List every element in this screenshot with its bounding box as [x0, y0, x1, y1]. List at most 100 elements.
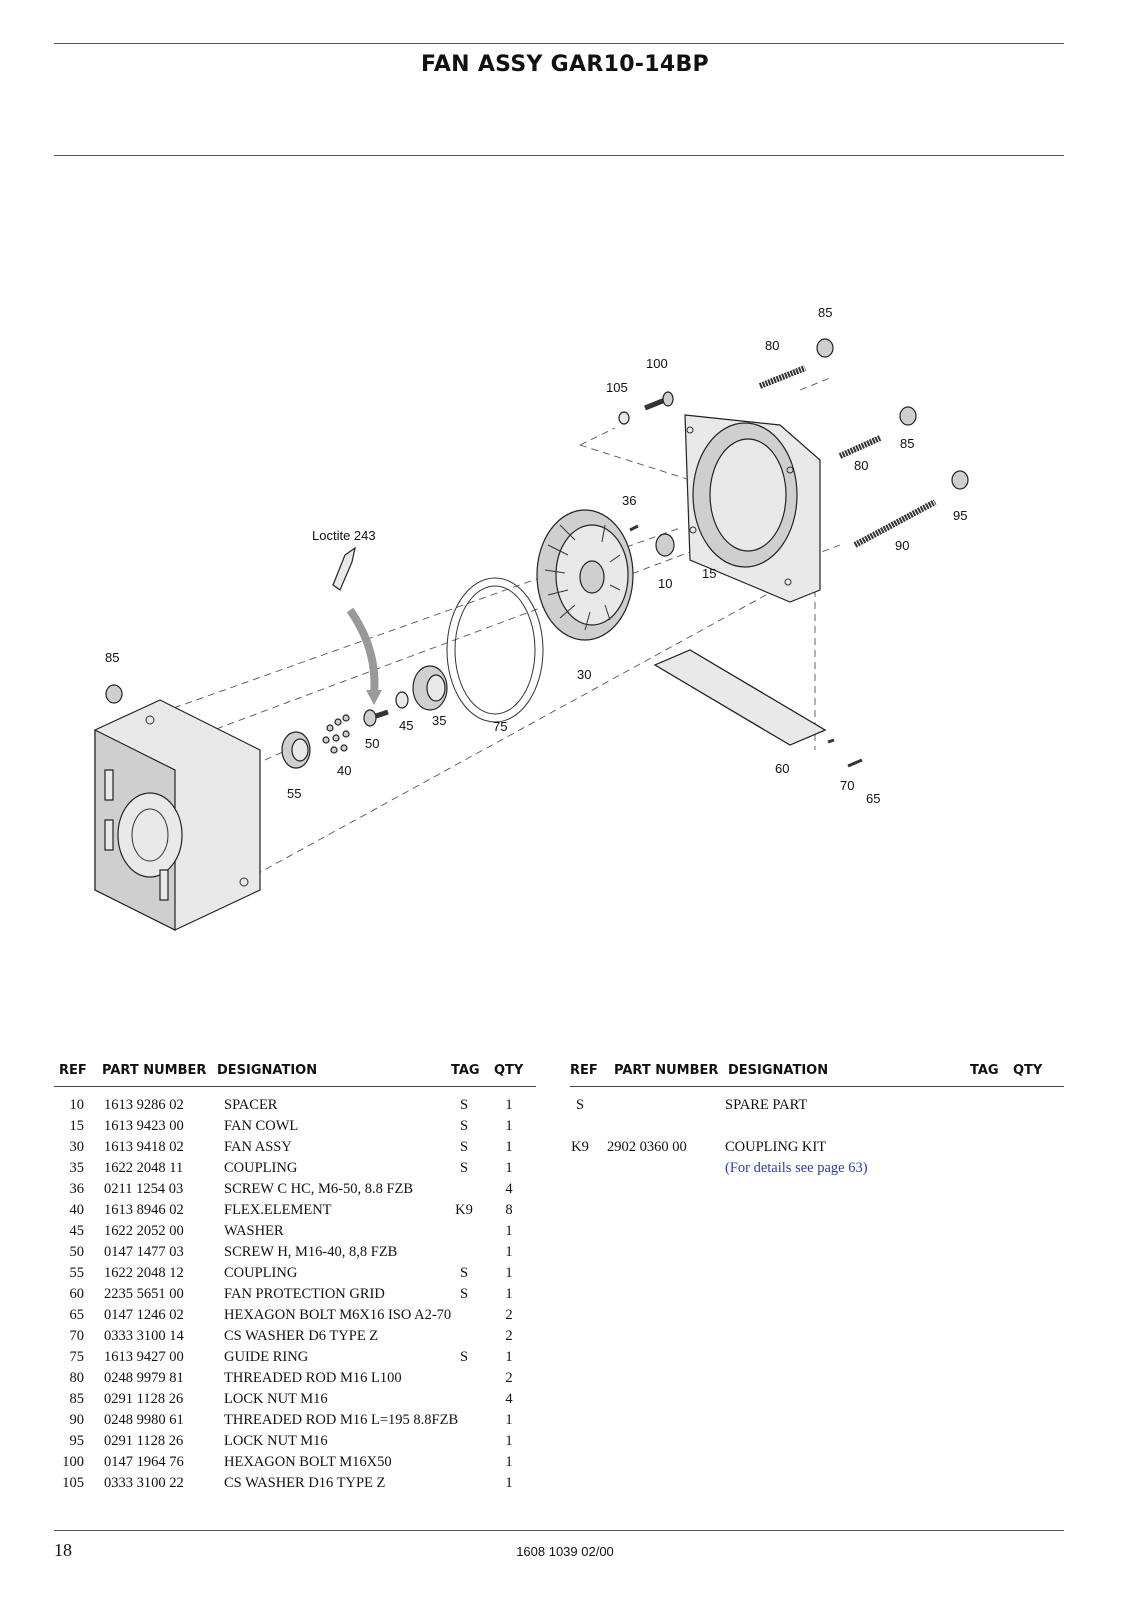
cell-ref: 30: [69, 1139, 85, 1155]
callout-60: 60: [775, 761, 789, 776]
table-row: 50 0147 1477 03 SCREW H, M16-40, 8,8 FZB 1: [54, 1244, 536, 1265]
cell-part-number: 0147 1477 03: [104, 1244, 184, 1260]
cell-ref: S: [575, 1097, 585, 1113]
table-row: K9 2902 0360 00 COUPLING KIT: [570, 1139, 1064, 1160]
callout-85c: 85: [105, 650, 119, 665]
cell-ref: 10: [69, 1097, 85, 1113]
flex-elements: [322, 714, 350, 754]
cell-designation: LOCK NUT M16: [224, 1391, 328, 1407]
gearbox-housing: [94, 699, 261, 931]
header-ref: REF: [59, 1063, 87, 1078]
callout-85: 85: [818, 305, 832, 320]
callout-95: 95: [953, 508, 967, 523]
cell-designation: FAN ASSY: [224, 1139, 292, 1155]
cell-designation: GUIDE RING: [224, 1349, 309, 1365]
cell-designation: SPACER: [224, 1097, 278, 1113]
cell-part-number: 1613 9427 00: [104, 1349, 184, 1365]
cell-part-number: 0333 3100 22: [104, 1475, 184, 1491]
cell-ref: 55: [69, 1265, 85, 1281]
cell-ref: 95: [69, 1433, 85, 1449]
cell-ref: 60: [69, 1286, 85, 1302]
cell-designation: WASHER: [224, 1223, 284, 1239]
cell-tag: S: [459, 1265, 469, 1281]
callout-75: 75: [493, 719, 507, 734]
callout-36: 36: [622, 493, 636, 508]
cell-part-number: 0147 1246 02: [104, 1307, 184, 1323]
cell-qty: 1: [505, 1244, 513, 1260]
cell-part-number: 1622 2048 11: [104, 1160, 184, 1176]
callout-105: 105: [606, 380, 628, 395]
cell-ref: 75: [69, 1349, 85, 1365]
cell-ref: 65: [69, 1307, 85, 1323]
header-part-number: PART NUMBER: [102, 1063, 207, 1078]
table-row: 65 0147 1246 02 HEXAGON BOLT M6X16 ISO A2-…: [54, 1307, 536, 1328]
top-rule: [54, 43, 1064, 44]
cell-designation: HEXAGON BOLT M16X50: [224, 1454, 392, 1470]
cell-designation: FAN COWL: [224, 1118, 299, 1134]
header-designation: DESIGNATION: [217, 1063, 318, 1078]
table-row-note: (For details see page 63): [570, 1160, 1064, 1181]
threaded-rods: [758, 365, 937, 548]
cell-designation: SPARE PART: [725, 1097, 808, 1113]
cell-part-number: 0291 1128 26: [104, 1433, 184, 1449]
cell-qty: 1: [505, 1349, 513, 1365]
cell-designation: HEXAGON BOLT M6X16 ISO A2-70: [224, 1307, 452, 1323]
document-code: 1608 1039 02/00: [516, 1544, 614, 1559]
fan-protection-grid: [653, 649, 863, 768]
title-bottom-rule: [54, 155, 1064, 156]
cell-ref: 45: [69, 1223, 85, 1239]
cell-designation: THREADED ROD M16 L=195 8.8FZB: [224, 1412, 459, 1428]
cell-tag: S: [459, 1160, 469, 1176]
page-number: 18: [54, 1540, 72, 1560]
cell-designation: SCREW C HC, M6-50, 8.8 FZB: [224, 1181, 414, 1197]
cell-designation: FLEX.ELEMENT: [224, 1202, 332, 1218]
cell-designation: SCREW H, M16-40, 8,8 FZB: [224, 1244, 398, 1260]
cell-ref: 36: [69, 1181, 85, 1197]
callout-55: 55: [287, 786, 301, 801]
cell-part-number: 0248 9979 81: [104, 1370, 184, 1386]
cell-part-number: 0147 1964 76: [104, 1454, 184, 1470]
loctite-bottle-icon: [332, 546, 382, 705]
cell-part-number: 2235 5651 00: [104, 1286, 184, 1302]
cell-part-number: 1613 8946 02: [104, 1202, 184, 1218]
cell-qty: 1: [505, 1433, 513, 1449]
cell-ref: 90: [69, 1412, 85, 1428]
callout-65: 65: [866, 791, 880, 806]
hexagon-bolt: [618, 391, 674, 425]
callout-35: 35: [432, 713, 446, 728]
cell-part-number: 1613 9423 00: [104, 1118, 184, 1134]
header-tag: TAG: [451, 1063, 480, 1078]
cell-designation: CS WASHER D6 TYPE Z: [224, 1328, 379, 1344]
cell-designation: FAN PROTECTION GRID: [224, 1286, 385, 1302]
cell-tag: S: [459, 1118, 469, 1134]
callout-80: 80: [765, 338, 779, 353]
page-title: FAN ASSY GAR10-14BP: [421, 52, 709, 77]
page-reference-link[interactable]: (For details see page 63): [725, 1160, 868, 1176]
cell-ref: 100: [62, 1454, 84, 1470]
header-designation: DESIGNATION: [728, 1063, 829, 1078]
cell-tag: S: [459, 1286, 469, 1302]
cell-designation: CS WASHER D16 TYPE Z: [224, 1475, 386, 1491]
cell-qty: 1: [505, 1097, 513, 1113]
cell-qty: 1: [505, 1454, 513, 1470]
cell-qty: 2: [505, 1328, 513, 1344]
cell-ref: 50: [69, 1244, 85, 1260]
table-body-right: S SPARE PART K9 2902 0360 00 COUPLING KI…: [570, 1097, 1064, 1181]
cell-part-number: 1622 2048 12: [104, 1265, 184, 1281]
fan-wheel: [536, 509, 634, 641]
parts-table-right: REF PART NUMBER DESIGNATION TAG QTY S SP…: [570, 1060, 1064, 1181]
cell-designation: COUPLING KIT: [725, 1139, 827, 1155]
cell-part-number: 2902 0360 00: [607, 1139, 687, 1155]
